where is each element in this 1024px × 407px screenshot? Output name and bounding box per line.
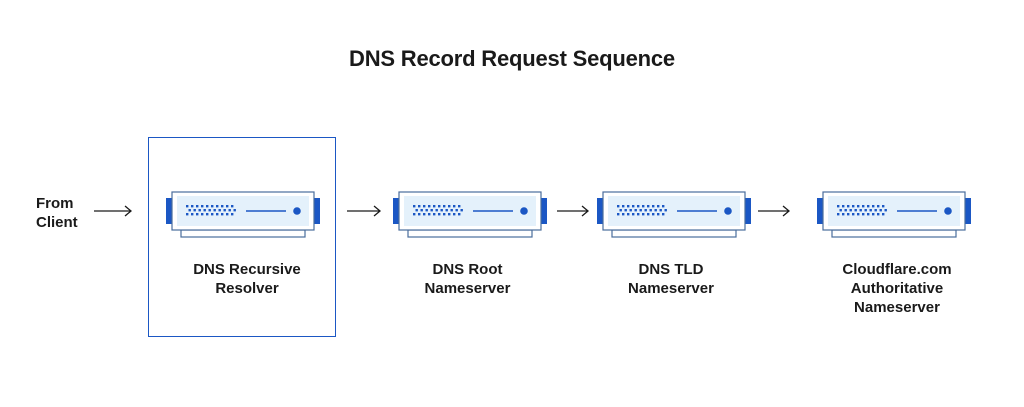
server-icon-authoritative [817,190,971,245]
from-client-label: From Client [36,194,96,232]
node-label-tld: DNS TLD Nameserver [596,260,746,298]
node-label-resolver: DNS Recursive Resolver [162,260,332,298]
node-label-authoritative: Cloudflare.com Authoritative Nameserver [812,260,982,317]
node-label-line: DNS Root [432,261,503,278]
diagram-title: DNS Record Request Sequence [349,46,675,71]
node-label-line: Authoritative [850,280,944,297]
server-icon-root [393,190,547,245]
node-label-line: Resolver [215,280,279,297]
node-label-line: DNS Recursive [193,261,301,278]
arrow-tld-to-authoritative [758,205,791,217]
server-icon-tld [597,190,751,245]
node-label-line: Nameserver [424,280,511,297]
server-icon-resolver [166,190,320,245]
node-label-line: DNS TLD [638,261,704,278]
node-label-line: Nameserver [628,280,714,297]
node-label-root: DNS Root Nameserver [390,260,545,298]
arrow-resolver-to-root [347,205,382,217]
arrow-client-to-resolver [94,205,133,217]
arrow-root-to-tld [557,205,590,217]
resolver-highlight-box [148,137,336,337]
from-client-line-2: Client [36,214,78,231]
node-label-line: Cloudflare.com [842,261,952,278]
node-label-line: Nameserver [854,299,940,316]
from-client-line-1: From [36,195,74,212]
